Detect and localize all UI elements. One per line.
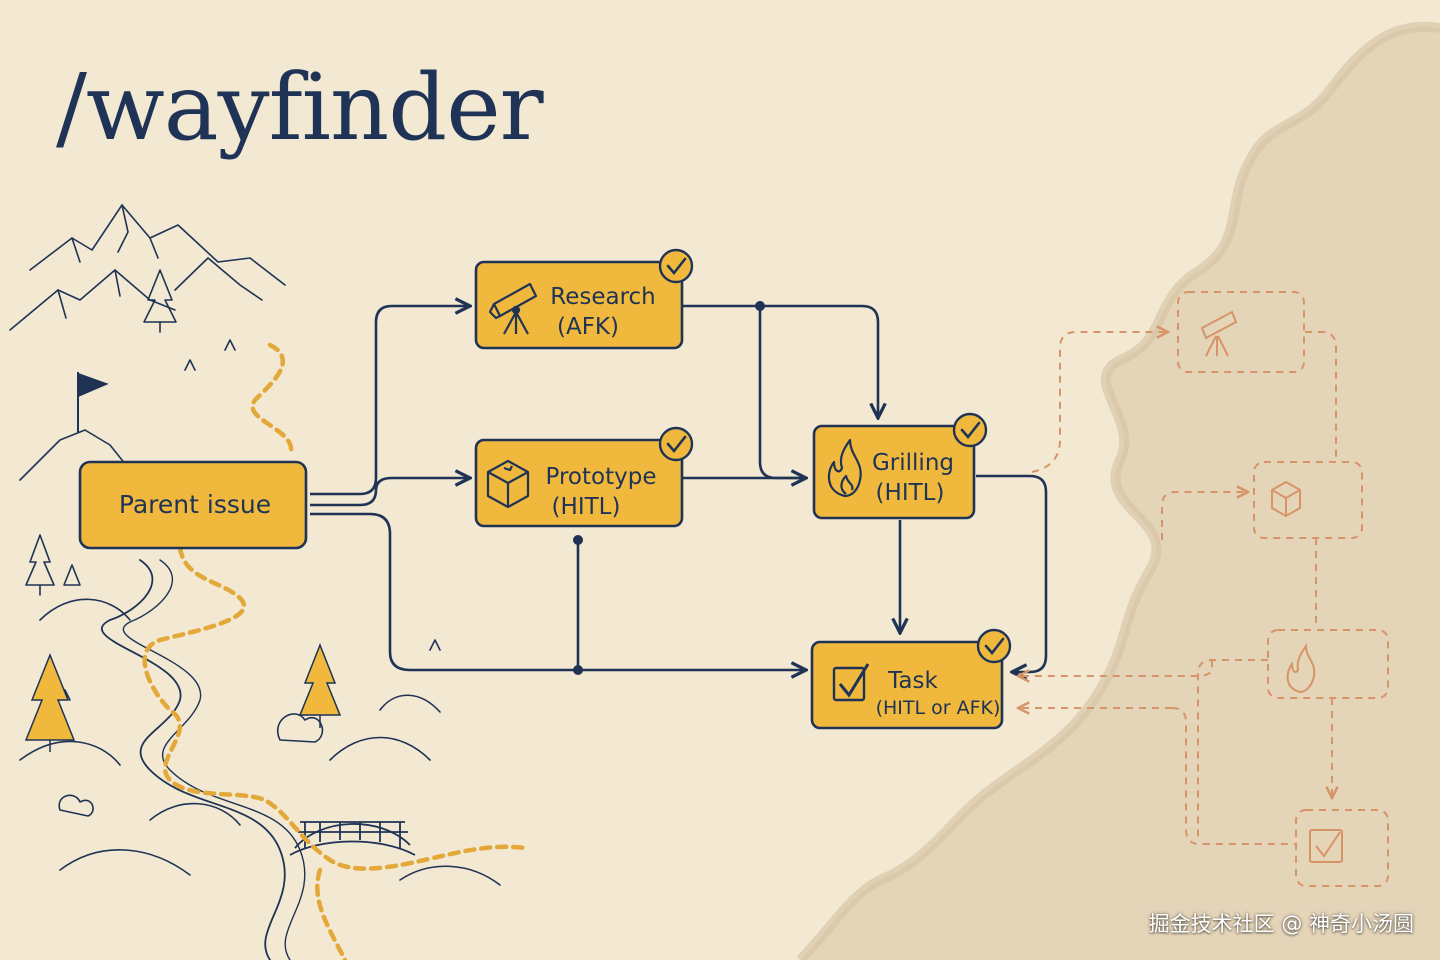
task-mode: (HITL or AFK) [876, 697, 1001, 719]
telescope-icon [1200, 310, 1238, 357]
page-title: /wayfinder [56, 54, 544, 161]
watermark-text: 掘金技术社区 @ 神奇小汤圆 [1148, 912, 1414, 936]
landscape-sketch [9, 204, 501, 960]
faded-ghost-nodes [1177, 291, 1389, 887]
node-grilling[interactable]: Grilling (HITL) [812, 412, 988, 520]
mountain-icon [9, 204, 286, 481]
task-title: Task [887, 668, 938, 694]
parent-issue-label: Parent issue [119, 490, 271, 519]
flame-icon [1286, 642, 1316, 694]
prototype-mode: (HITL) [552, 494, 621, 520]
check-badge-icon [976, 628, 1012, 664]
checkbox-icon [832, 663, 870, 702]
prototype-title: Prototype [546, 464, 657, 490]
checkbox-icon [1309, 829, 1343, 863]
check-badge-icon [952, 412, 988, 448]
pine-tree-icon [25, 269, 177, 596]
cube-icon [1271, 480, 1301, 518]
pine-tree-icon [24, 642, 342, 752]
cube-icon [486, 459, 530, 509]
node-prototype[interactable]: Prototype (HITL) [474, 426, 694, 528]
telescope-icon [488, 282, 538, 335]
flame-icon [827, 438, 862, 498]
check-badge-icon [658, 248, 694, 284]
node-parent-issue[interactable]: Parent issue [78, 460, 308, 550]
node-task[interactable]: Task (HITL or AFK) [810, 628, 1012, 730]
trail-path [142, 342, 528, 960]
flow-connectors [310, 306, 1048, 672]
faded-connectors [1018, 332, 1336, 845]
research-title: Research [550, 284, 656, 310]
grilling-title: Grilling [872, 450, 954, 476]
research-mode: (AFK) [557, 314, 619, 340]
node-research[interactable]: Research (AFK) [474, 248, 694, 350]
grilling-mode: (HITL) [876, 480, 945, 506]
bridge-icon [289, 821, 416, 856]
check-badge-icon [658, 426, 694, 462]
flag-icon [77, 372, 109, 432]
